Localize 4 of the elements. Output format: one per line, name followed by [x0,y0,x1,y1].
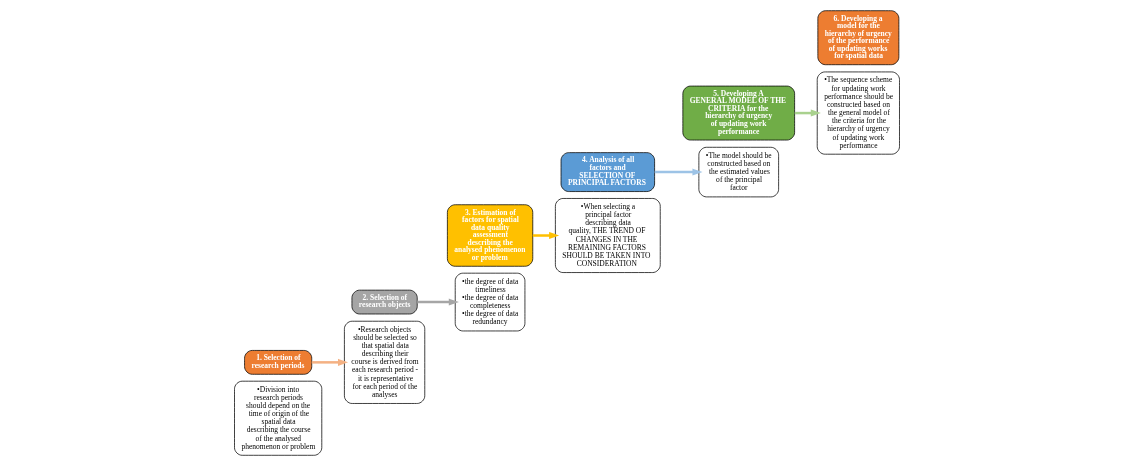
arrow [532,232,560,240]
arrow [311,358,349,366]
arrow [417,298,459,306]
arrow [654,168,703,176]
